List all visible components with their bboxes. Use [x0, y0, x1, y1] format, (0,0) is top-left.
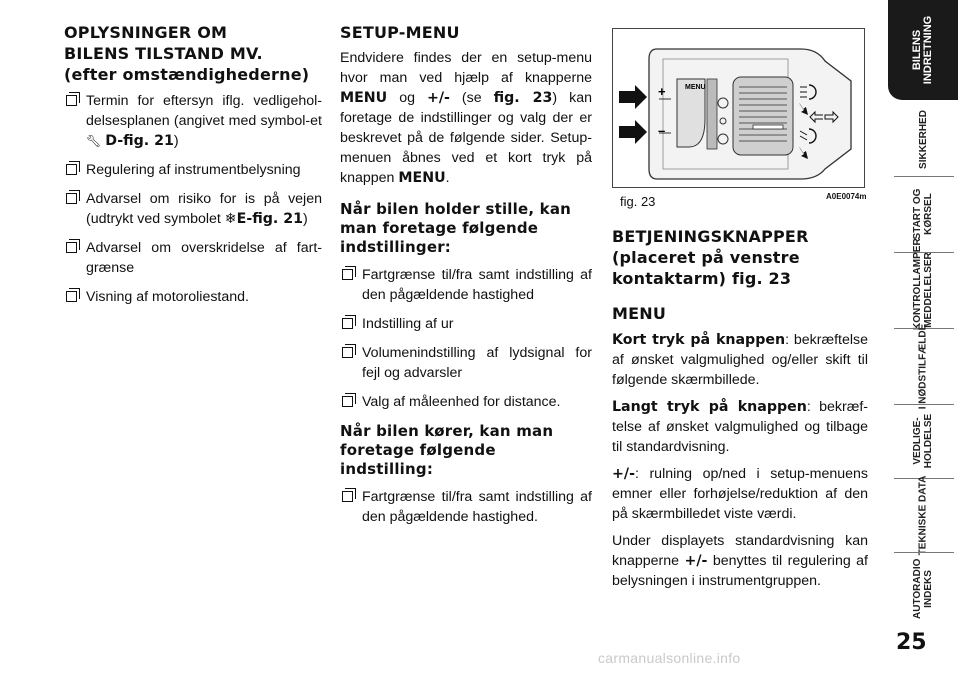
heading-line: OPLYSNINGER OM: [64, 23, 228, 42]
list-item: Valg af måleenhed for distance.: [340, 392, 592, 412]
tab-autoradio-indeks[interactable]: AUTORADIO INDEKS: [912, 558, 934, 619]
stalk-illustration: + – MENU: [619, 48, 852, 180]
list-item: Regulering af instrumentbelysning: [64, 160, 322, 180]
tab-vedligeholdelse[interactable]: VEDLIGE-HOLDELSE: [912, 413, 934, 469]
heading-line: BILENS TILSTAND MV.: [64, 44, 263, 63]
display-text: Under displayets standardvisning kan kna…: [612, 533, 868, 589]
checkbox-bullet-icon: [66, 239, 80, 253]
menu-heading: MENU: [612, 304, 667, 323]
list-item: Visning af motoroliestand.: [64, 287, 322, 307]
tab-start-og-korsel[interactable]: START OG KØRSEL: [912, 188, 934, 240]
headlight-icon: [808, 84, 817, 100]
tab-kontrollamper[interactable]: KONTROLLAMPER MEDDELELSER: [912, 238, 934, 330]
list-item: Fartgrænse til/fra samt indstilling af d…: [340, 265, 592, 305]
tab-sikkerhed[interactable]: SIKKERHED: [917, 109, 929, 169]
arrow-right-icon: [619, 120, 647, 144]
list-item: Fartgrænse til/fra samt indstilling af d…: [340, 487, 592, 527]
list-item: Indstilling af ur: [340, 314, 592, 334]
svg-text:+: +: [658, 84, 666, 99]
setup-intro: Endvidere findes der en setup-menu hvor …: [340, 50, 593, 186]
watermark: carmanualsonline.info: [598, 650, 741, 666]
status-heading: OPLYSNINGER OM BILENS TILSTAND MV. (efte…: [64, 22, 322, 85]
figure-caption: fig. 23: [620, 194, 656, 209]
status-list: Termin for eftersyn iflg. vedligehol-del…: [64, 91, 322, 307]
checkbox-bullet-icon: [66, 92, 80, 106]
checkbox-bullet-icon: [342, 488, 356, 502]
checkbox-bullet-icon: [342, 344, 356, 358]
driving-list: Fartgrænse til/fra samt indstilling af d…: [340, 487, 592, 527]
checkbox-bullet-icon: [342, 393, 356, 407]
short-press-text: Kort tryk på knappen: bekræftelse af øns…: [612, 332, 868, 388]
list-item: Termin for eftersyn iflg. vedligehol-del…: [64, 91, 322, 151]
tab-tekniske-data[interactable]: TEKNISKE DATA: [917, 475, 929, 555]
column-status-info: OPLYSNINGER OM BILENS TILSTAND MV. (efte…: [64, 22, 322, 316]
checkbox-bullet-icon: [66, 190, 80, 204]
tab-i-nodstilfaelde[interactable]: I NØDSTILFÆLDE: [917, 323, 929, 409]
figure-23: + – MENU: [612, 28, 865, 188]
checkbox-bullet-icon: [66, 161, 80, 175]
section-tabs: BILENS INDRETNING SIKKERHED START OG KØR…: [888, 0, 960, 677]
wrench-icon: 🔧︎: [86, 134, 102, 148]
list-item: Volumenindstilling af lydsignal for fejl…: [340, 343, 592, 383]
svg-text:–: –: [658, 123, 665, 138]
svg-text:MENU: MENU: [685, 84, 706, 91]
snowflake-icon: ❄: [224, 211, 237, 227]
page-number: 25: [896, 630, 927, 655]
tab-bilens-indretning[interactable]: BILENS INDRETNING: [888, 0, 958, 100]
checkbox-bullet-icon: [342, 315, 356, 329]
column-setup-menu: SETUP-MENU Endvidere findes der en setup…: [340, 22, 592, 536]
arrow-right-icon: [619, 85, 647, 109]
stationary-list: Fartgrænse til/fra samt indstilling af d…: [340, 265, 592, 412]
list-item: Advarsel om risiko for is på vejen (udtr…: [64, 189, 322, 229]
headlight-icon: [808, 128, 817, 144]
plus-minus-text: +/-: rulning op/ned i setup-menuens emne…: [612, 466, 868, 522]
checkbox-bullet-icon: [66, 288, 80, 302]
long-press-text: Langt tryk på knappen: bekræf-telse af ø…: [612, 399, 868, 455]
list-item: Advarsel om overskridelse af fart-grænse: [64, 238, 322, 278]
figure-code: A0E0074m: [826, 192, 867, 201]
checkbox-bullet-icon: [342, 266, 356, 280]
heading-line: (efter omstændighederne): [64, 65, 310, 84]
setup-menu-heading: SETUP-MENU: [340, 23, 460, 42]
